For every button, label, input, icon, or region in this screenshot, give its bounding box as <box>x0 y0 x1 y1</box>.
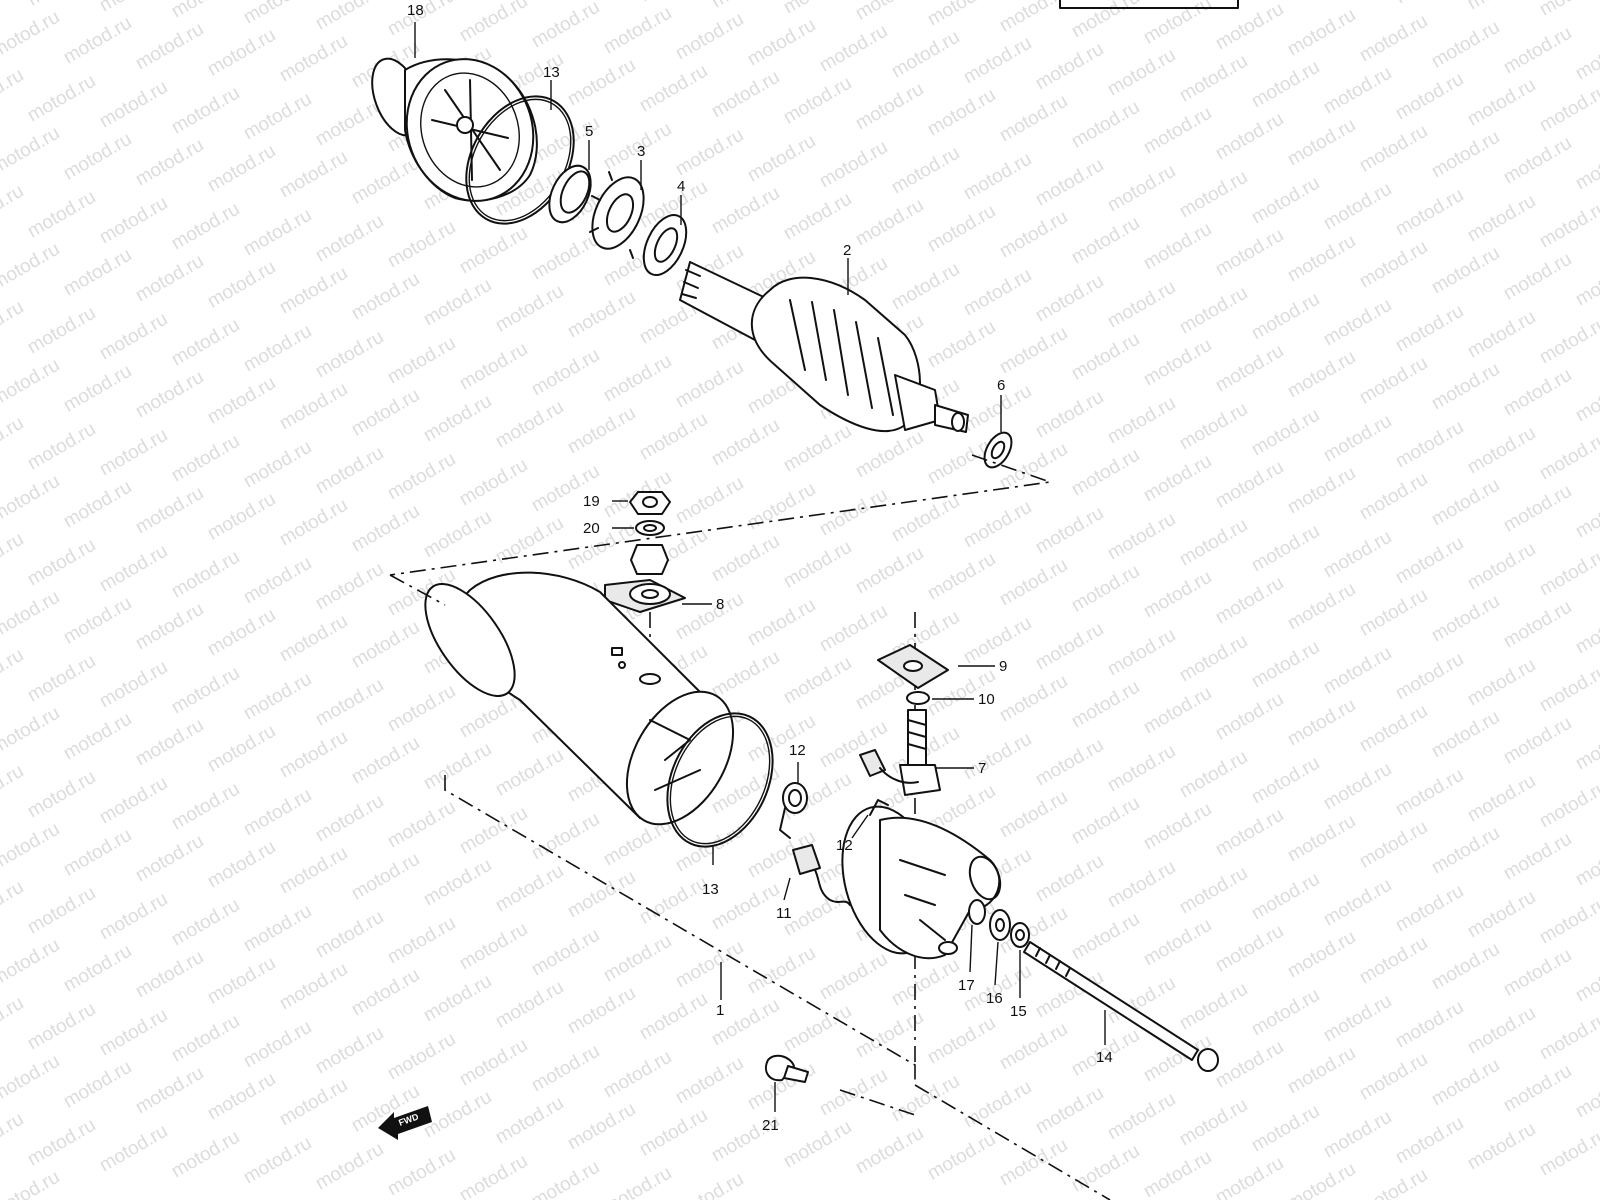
callout-19: 19 <box>583 493 600 510</box>
part-21-bolt <box>764 1054 809 1083</box>
callout-16: 16 <box>986 990 1003 1007</box>
callout-4: 4 <box>677 178 685 195</box>
callout-3: 3 <box>637 143 645 160</box>
part-3-lock-washer <box>589 171 645 259</box>
callout-1: 1 <box>716 1002 724 1019</box>
callout-6: 6 <box>997 377 1005 394</box>
part-13-o-ring-lower <box>666 712 774 848</box>
callout-12-upper: 12 <box>789 742 806 759</box>
part-11-brush <box>792 844 851 906</box>
callout-2: 2 <box>843 242 851 259</box>
part-8-terminal-set <box>604 544 686 613</box>
part-9-plate <box>877 644 949 689</box>
part-17-o-ring <box>968 899 986 925</box>
part-19-nut <box>629 491 671 515</box>
assembly-line-armature <box>389 454 1051 576</box>
part-18-front-housing <box>371 57 538 202</box>
callout-7: 7 <box>978 760 986 777</box>
part-12-brush-spring <box>779 782 808 839</box>
callout-14: 14 <box>1096 1049 1113 1066</box>
part-15-washer <box>1010 922 1030 948</box>
part-5-oil-seal <box>548 164 592 224</box>
part-14-long-bolt <box>1023 941 1219 1072</box>
part-4-washer <box>642 214 688 276</box>
callout-13-upper: 13 <box>543 64 560 81</box>
part-10-o-ring <box>906 691 930 705</box>
part-1-yoke-housing <box>424 571 735 826</box>
callout-18: 18 <box>407 2 424 19</box>
part-end-cover <box>841 799 1002 960</box>
part-2-armature <box>679 261 969 433</box>
callout-5: 5 <box>585 123 593 140</box>
part-16-washer <box>989 909 1011 941</box>
callout-20: 20 <box>583 520 600 537</box>
callout-15: 15 <box>1010 1003 1027 1020</box>
callout-21: 21 <box>762 1117 779 1134</box>
fwd-arrow: FWD <box>378 1106 432 1140</box>
callout-10: 10 <box>978 691 995 708</box>
leader-lines <box>414 22 1106 1112</box>
part-20-washer <box>635 520 665 536</box>
callout-11: 11 <box>776 905 792 922</box>
frame-corner <box>1059 0 1239 9</box>
part-6-washer <box>983 431 1013 469</box>
part-7-terminal-bolt <box>859 709 941 796</box>
callout-12-lower: 12 <box>836 837 853 854</box>
callout-9: 9 <box>999 658 1007 675</box>
callout-8: 8 <box>716 596 724 613</box>
callout-labels: 18 13 5 3 4 2 6 19 20 8 9 10 7 12 12 13 … <box>407 2 1113 1134</box>
callout-13-lower: 13 <box>702 881 719 898</box>
callout-17: 17 <box>958 977 975 994</box>
